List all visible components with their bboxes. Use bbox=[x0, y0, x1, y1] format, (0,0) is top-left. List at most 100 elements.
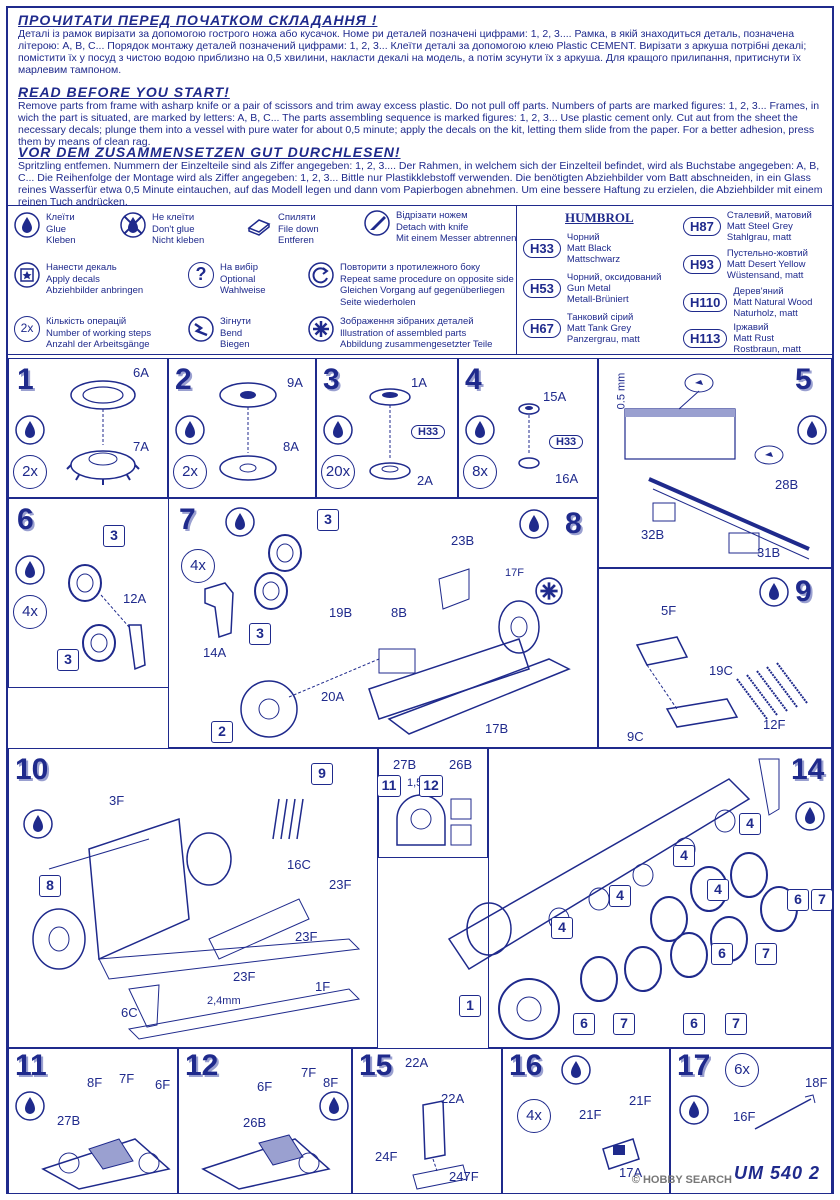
step-number: 10 bbox=[15, 753, 49, 786]
glue-drop-icon bbox=[23, 809, 53, 839]
step-ref-chip: 4 bbox=[551, 917, 573, 939]
step-7-8-panel: 7 3 4x 3 14A 8 23B 17F 19B 8B 20A 17B 2 bbox=[168, 498, 598, 748]
step-ref-chip: 8 bbox=[39, 875, 61, 897]
step-3-panel: 3 20x 1A 2A H33 bbox=[316, 358, 458, 498]
idler-wheel-drawing bbox=[219, 382, 277, 481]
step-15-panel: 15 22A 22A 24F 247F bbox=[352, 1048, 502, 1194]
legend-cut: Відрізати ножем Detach with knife Mit ei… bbox=[364, 210, 516, 245]
step-ref-chip: 6 bbox=[683, 1013, 705, 1035]
handle-drawing bbox=[754, 1094, 816, 1130]
step-8-number: 8 bbox=[565, 507, 582, 540]
multiplier-badge: 20x bbox=[321, 455, 355, 489]
instruction-sheet: ПРОЧИТАТИ ПЕРЕД ПОЧАТКОМ СКЛАДАННЯ ! Дет… bbox=[6, 6, 834, 1194]
multiplier-icon: 2x bbox=[14, 316, 40, 342]
step-number: 14 bbox=[791, 753, 825, 786]
paint-badge: H33 bbox=[411, 425, 446, 439]
de-text: Spritzling entfemen. Nummern der Einzelt… bbox=[18, 160, 823, 208]
step-number: 15 bbox=[359, 1049, 393, 1082]
step-ref-chip: 4 bbox=[609, 885, 631, 907]
step-ref-chip: 3 bbox=[317, 509, 339, 531]
bend-icon bbox=[188, 316, 214, 342]
step-ref-chip: 9 bbox=[311, 763, 333, 785]
sprocket-wheel-drawing bbox=[66, 380, 140, 485]
step-number: 11 bbox=[15, 1049, 47, 1082]
glue-drop-icon bbox=[323, 415, 353, 445]
en-text: Remove parts from frame with asharp knif… bbox=[18, 100, 820, 148]
glue-drop-icon bbox=[14, 212, 40, 238]
legend-optional: ? На вибір Optional Wahlweise bbox=[188, 262, 266, 297]
multiplier-badge: 6x bbox=[725, 1053, 759, 1087]
step-number: 5 bbox=[795, 363, 812, 396]
step-ref-chip: 1 bbox=[459, 995, 481, 1017]
legend-file: Спиляти File down Entferen bbox=[246, 212, 319, 247]
asterisk-icon bbox=[308, 316, 334, 342]
glue-drop-icon bbox=[561, 1055, 591, 1085]
step-ref-chip: 3 bbox=[103, 525, 125, 547]
repeat-icon bbox=[308, 262, 334, 288]
step-14-panel: 14 11 12 4 4 4 4 4 6 7 6 7 6 7 6 7 1 bbox=[377, 748, 833, 1048]
step-ref-chip: 11 bbox=[377, 775, 401, 797]
hull-tub-drawing bbox=[32, 798, 361, 1040]
step-9-panel: 9 5F 19C 12F 9C bbox=[598, 568, 832, 748]
step-number: 12 bbox=[185, 1049, 219, 1082]
legend-steps: 2x Кількість операцій Number of working … bbox=[14, 316, 151, 351]
step-ref-chip: 7 bbox=[613, 1013, 635, 1035]
glue-drop-icon bbox=[15, 1091, 45, 1121]
glue-drop-icon bbox=[319, 1091, 349, 1121]
glue-drop-icon bbox=[795, 801, 825, 831]
multiplier-badge: 4x bbox=[517, 1099, 551, 1133]
question-icon: ? bbox=[188, 262, 214, 288]
step-ref-chip: 7 bbox=[725, 1013, 747, 1035]
step-ref-chip: 3 bbox=[249, 623, 271, 645]
multiplier-badge: 4x bbox=[181, 549, 215, 583]
de-title: VOR DEM ZUSAMMENSETZEN GUT DURCHLESEN! bbox=[18, 144, 401, 160]
step-number: 9 bbox=[795, 575, 812, 608]
sheet-code: UM 540 2 bbox=[733, 1163, 820, 1183]
step-number: 1 bbox=[17, 363, 34, 396]
return-roller-drawing bbox=[518, 403, 540, 469]
step-10-panel: 10 9 8 3F 16C 23F 23F 23F 1F 6C 2,4mm bbox=[8, 748, 378, 1048]
step-number: 2 bbox=[175, 363, 192, 396]
ukrainian-instructions: ПРОЧИТАТИ ПЕРЕД ПОЧАТКОМ СКЛАДАННЯ ! Дет… bbox=[18, 12, 826, 76]
step-ref-chip: 6 bbox=[711, 943, 733, 965]
glue-drop-icon bbox=[225, 507, 255, 537]
glue-drop-icon bbox=[15, 415, 45, 445]
legend-repeat: Повторити з протилежного боку Repeat sam… bbox=[308, 262, 514, 308]
english-instructions: READ BEFORE YOU START! Remove parts from… bbox=[18, 84, 826, 148]
multiplier-badge: 2x bbox=[13, 455, 47, 489]
step-1-panel: 1 2x 6A 7A bbox=[8, 358, 168, 498]
step-4-panel: 4 8x 15A 16A H33 bbox=[458, 358, 598, 498]
suspension-arm-drawing bbox=[68, 564, 146, 671]
glue-drop-icon bbox=[759, 577, 789, 607]
ua-title: ПРОЧИТАТИ ПЕРЕД ПОЧАТКОМ СКЛАДАННЯ ! bbox=[18, 12, 378, 28]
paint-badge: H33 bbox=[549, 435, 584, 449]
humbrol-brand: HUMBROL bbox=[565, 210, 634, 225]
legend-glue: Клеїти Glue Kleben bbox=[14, 212, 76, 247]
road-wheel-drawing bbox=[369, 388, 411, 480]
knife-icon bbox=[364, 210, 390, 236]
german-instructions: VOR DEM ZUSAMMENSETZEN GUT DURCHLESEN! S… bbox=[18, 144, 826, 208]
glue-drop-icon bbox=[465, 415, 495, 445]
step-5-panel: 5 0.5 mm 28B 32B 31B bbox=[598, 358, 832, 568]
engine-deck-drawing bbox=[201, 1134, 331, 1190]
legend-bend: Зігнути Bend Biegen bbox=[188, 316, 251, 351]
step-7-number: 7 bbox=[179, 503, 196, 536]
step-6-panel: 6 4x 3 3 12A bbox=[8, 498, 168, 688]
asterisk-icon bbox=[535, 577, 563, 605]
glue-drop-icon bbox=[797, 415, 827, 445]
no-glue-icon bbox=[120, 212, 146, 238]
step-ref-chip: 4 bbox=[707, 879, 729, 901]
multiplier-badge: 2x bbox=[173, 455, 207, 489]
tow-cable-drawing bbox=[635, 636, 808, 728]
glue-drop-icon bbox=[15, 555, 45, 585]
step-ref-chip: 7 bbox=[755, 943, 777, 965]
step-17-panel: 17 6x 18F 16F bbox=[670, 1048, 832, 1194]
multiplier-badge: 8x bbox=[463, 455, 497, 489]
glue-drop-icon bbox=[679, 1095, 709, 1125]
